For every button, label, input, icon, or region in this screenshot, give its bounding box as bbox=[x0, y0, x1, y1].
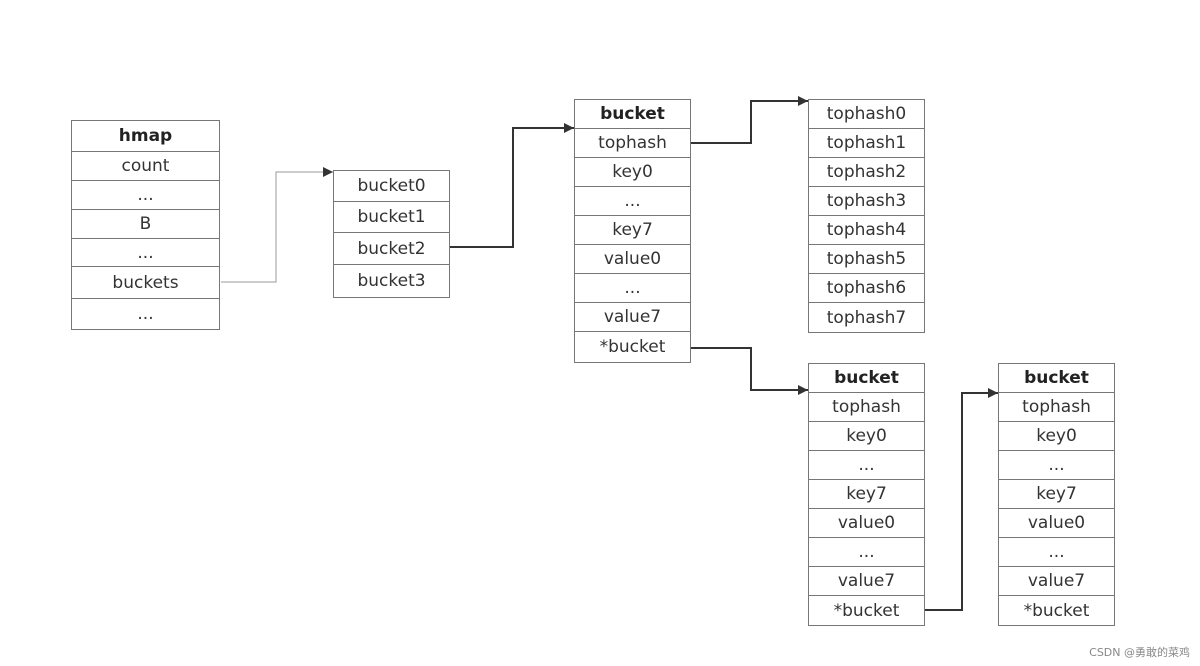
bucket-main-field: key0 bbox=[574, 157, 691, 187]
arrow-tophash-to-array bbox=[691, 96, 808, 144]
arrow-buckets-to-array bbox=[221, 167, 333, 283]
bucket-main-field: value7 bbox=[574, 302, 691, 332]
bucket-overflow2-field: ... bbox=[998, 537, 1115, 567]
bucket-main-field: key7 bbox=[574, 215, 691, 245]
bucket-main-field-overflow: *bucket bbox=[574, 331, 691, 363]
bucket-overflow1-header: bucket bbox=[808, 363, 925, 393]
bucket-overflow2-field: tophash bbox=[998, 392, 1115, 422]
arrow-overflow2-to-bucket bbox=[925, 388, 998, 611]
bucket-main-field: tophash bbox=[574, 128, 691, 158]
bucket-main-field: ... bbox=[574, 273, 691, 303]
watermark-text: CSDN @勇敢的菜鸡 bbox=[1089, 646, 1190, 659]
bucket-main-table: bucket tophash key0 ... key7 value0 ... … bbox=[574, 99, 691, 363]
bucket-overflow1-field: value7 bbox=[808, 566, 925, 596]
buckets-array-item: bucket3 bbox=[333, 264, 450, 298]
tophash-item: tophash3 bbox=[808, 186, 925, 216]
bucket-overflow2-field: key7 bbox=[998, 479, 1115, 509]
bucket-main-field: value0 bbox=[574, 244, 691, 274]
bucket-overflow2-header: bucket bbox=[998, 363, 1115, 393]
tophash-item: tophash1 bbox=[808, 128, 925, 158]
tophash-item: tophash5 bbox=[808, 244, 925, 274]
bucket-overflow2-table: bucket tophash key0 ... key7 value0 ... … bbox=[998, 363, 1115, 626]
tophash-item: tophash7 bbox=[808, 302, 925, 333]
bucket-main-header: bucket bbox=[574, 99, 691, 129]
tophash-item: tophash0 bbox=[808, 99, 925, 129]
arrow-bucket2-to-bucket bbox=[450, 123, 574, 248]
buckets-array-item: bucket2 bbox=[333, 232, 450, 265]
bucket-overflow1-field: key0 bbox=[808, 421, 925, 451]
bucket-overflow2-field: value0 bbox=[998, 508, 1115, 538]
buckets-array-item: bucket0 bbox=[333, 170, 450, 202]
buckets-array-table: bucket0 bucket1 bucket2 bucket3 bbox=[333, 170, 450, 298]
tophash-item: tophash4 bbox=[808, 215, 925, 245]
bucket-overflow1-field: ... bbox=[808, 537, 925, 567]
bucket-overflow1-field: ... bbox=[808, 450, 925, 480]
hmap-header: hmap bbox=[71, 120, 220, 152]
hmap-field-buckets: buckets bbox=[71, 266, 220, 299]
arrow-overflow-to-bucket bbox=[691, 347, 808, 395]
bucket-overflow1-table: bucket tophash key0 ... key7 value0 ... … bbox=[808, 363, 925, 626]
bucket-overflow2-field-overflow: *bucket bbox=[998, 595, 1115, 626]
tophash-item: tophash2 bbox=[808, 157, 925, 187]
tophash-item: tophash6 bbox=[808, 273, 925, 303]
bucket-overflow2-field: key0 bbox=[998, 421, 1115, 451]
bucket-overflow1-field: value0 bbox=[808, 508, 925, 538]
bucket-overflow1-field-overflow: *bucket bbox=[808, 595, 925, 626]
hmap-field-ellipsis: ... bbox=[71, 238, 220, 267]
bucket-overflow2-field: ... bbox=[998, 450, 1115, 480]
tophash-array-table: tophash0 tophash1 tophash2 tophash3 toph… bbox=[808, 99, 925, 333]
hmap-field-ellipsis: ... bbox=[71, 298, 220, 330]
hmap-field-ellipsis: ... bbox=[71, 180, 220, 210]
bucket-overflow1-field: tophash bbox=[808, 392, 925, 422]
bucket-overflow2-field: value7 bbox=[998, 566, 1115, 596]
hmap-field-count: count bbox=[71, 151, 220, 181]
hmap-table: hmap count ... B ... buckets ... bbox=[71, 120, 220, 330]
buckets-array-item: bucket1 bbox=[333, 201, 450, 233]
bucket-main-field: ... bbox=[574, 186, 691, 216]
bucket-overflow1-field: key7 bbox=[808, 479, 925, 509]
hmap-field-B: B bbox=[71, 209, 220, 239]
